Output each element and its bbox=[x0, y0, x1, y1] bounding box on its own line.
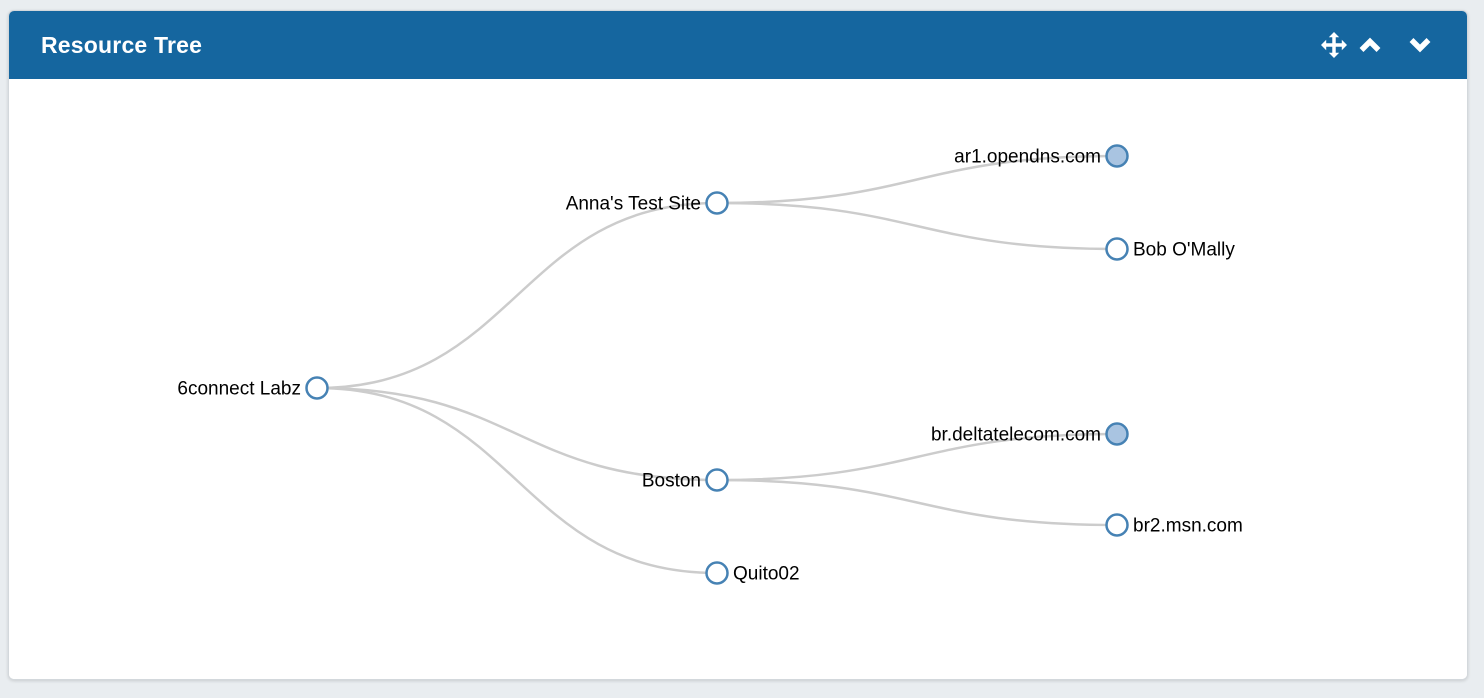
tree-node-label[interactable]: Bob O'Mally bbox=[1133, 239, 1235, 260]
tree-node-bob[interactable]: Bob O'Mally bbox=[1105, 237, 1236, 261]
tree-node-ar1[interactable]: ar1.opendns.com bbox=[954, 144, 1129, 168]
tree-node-root[interactable]: 6connect Labz bbox=[177, 376, 329, 400]
tree-node-label[interactable]: Quito02 bbox=[733, 563, 800, 584]
resource-tree-diagram: 6connect Labz Anna's Test Site ar1.opendns… bbox=[177, 144, 1243, 585]
tree-node-circle[interactable] bbox=[1105, 513, 1129, 537]
move-icon[interactable] bbox=[1321, 32, 1347, 58]
tree-node-label[interactable]: 6connect Labz bbox=[177, 378, 301, 399]
tree-node-circle[interactable] bbox=[705, 191, 729, 215]
tree-node-circle[interactable] bbox=[305, 376, 329, 400]
panel-header-controls bbox=[1321, 32, 1431, 58]
resource-tree-panel: Resource Tree bbox=[8, 10, 1468, 680]
tree-link bbox=[716, 432, 1118, 482]
tree-node-boston[interactable]: Boston bbox=[642, 468, 729, 492]
tree-link bbox=[316, 201, 718, 390]
tree-node-label[interactable]: Anna's Test Site bbox=[566, 193, 701, 214]
tree-node-anna[interactable]: Anna's Test Site bbox=[566, 191, 729, 215]
tree-link bbox=[716, 478, 1118, 527]
tree-node-label[interactable]: br.deltatelecom.com bbox=[931, 424, 1101, 445]
tree-node-circle[interactable] bbox=[705, 468, 729, 492]
tree-node-label[interactable]: ar1.opendns.com bbox=[954, 146, 1101, 167]
tree-node-circle[interactable] bbox=[1105, 144, 1129, 168]
tree-link bbox=[316, 386, 718, 575]
panel-title: Resource Tree bbox=[41, 31, 203, 58]
tree-link bbox=[716, 201, 1118, 251]
tree-link bbox=[316, 386, 718, 482]
chevron-down-icon[interactable] bbox=[1409, 37, 1431, 53]
tree-node-label[interactable]: br2.msn.com bbox=[1133, 515, 1243, 536]
tree-link bbox=[716, 154, 1118, 205]
tree-node-brdelta[interactable]: br.deltatelecom.com bbox=[931, 422, 1129, 446]
tree-node-label[interactable]: Boston bbox=[642, 470, 701, 491]
panel-header: Resource Tree bbox=[9, 11, 1467, 79]
tree-node-br2[interactable]: br2.msn.com bbox=[1105, 513, 1243, 537]
panel-body: 6connect Labz Anna's Test Site ar1.opendns… bbox=[9, 79, 1467, 679]
chevron-up-icon[interactable] bbox=[1359, 37, 1381, 53]
tree-node-circle[interactable] bbox=[705, 561, 729, 585]
tree-node-circle[interactable] bbox=[1105, 237, 1129, 261]
tree-node-quito[interactable]: Quito02 bbox=[705, 561, 800, 585]
tree-node-circle[interactable] bbox=[1105, 422, 1129, 446]
